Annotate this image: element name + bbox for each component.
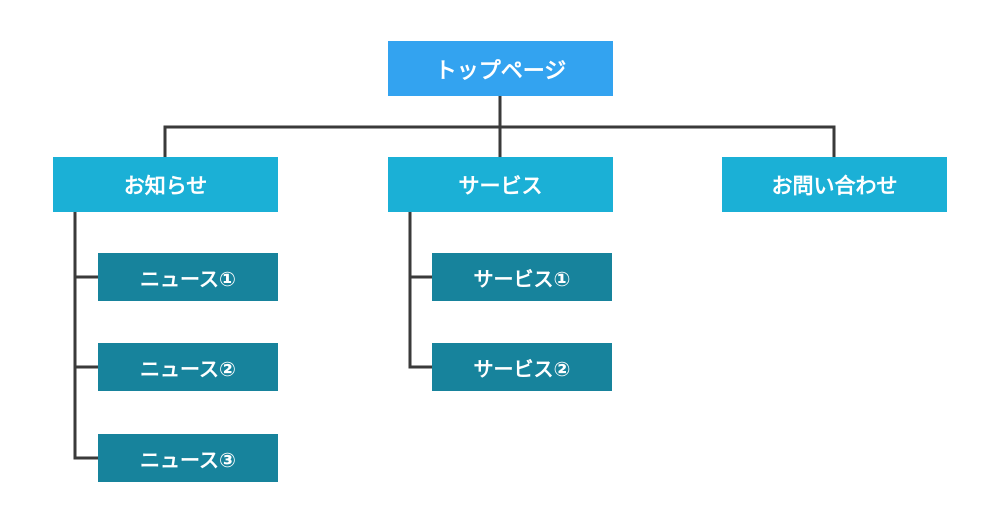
node-top-page: トップページ [388,41,613,96]
node-news-3: ニュース③ [98,434,278,482]
node-contact: お問い合わせ [722,157,947,212]
node-news-1: ニュース① [98,253,278,301]
node-news: お知らせ [53,157,278,212]
node-service-2: サービス② [432,343,612,391]
node-service-1: サービス① [432,253,612,301]
node-news-2: ニュース② [98,343,278,391]
node-service: サービス [388,157,613,212]
